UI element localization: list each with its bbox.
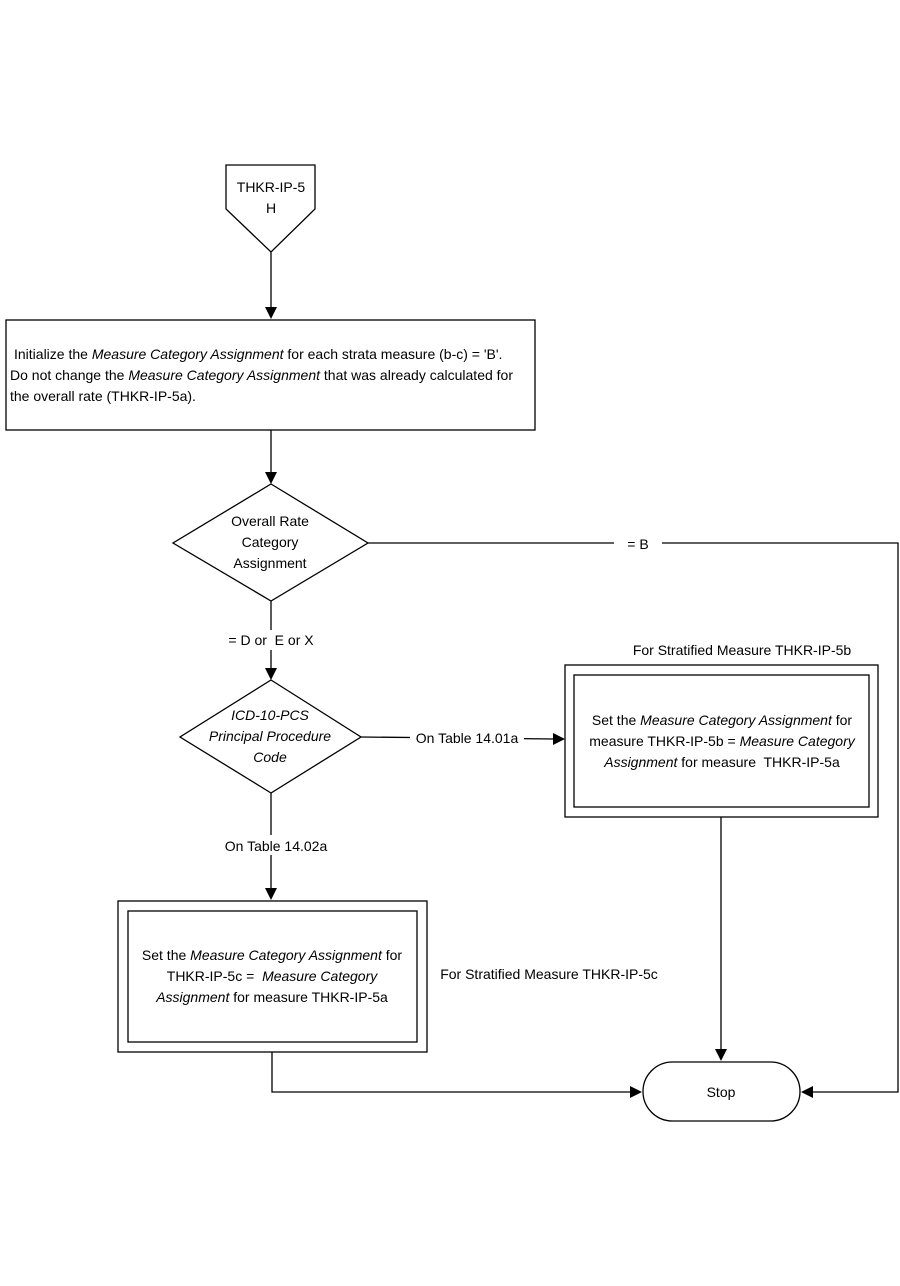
decision-code-line3: Code [253,749,287,765]
edge-label-eq-d-e-x: = D or E or X [228,632,314,648]
decision-procedure-code: ICD-10-PCS Principal Procedure Code [178,679,363,794]
process-box-5b: Set the Measure Category Assignment for … [564,664,879,818]
edge-label-on-table-1402a: On Table 14.02a [225,838,328,854]
box-5c-line1: Set the Measure Category Assignment for [142,947,403,963]
box-5c-line2: THKR-IP-5c = Measure Category [167,968,378,984]
decision-rate-line1: Overall Rate [231,513,309,529]
arrowhead [265,888,277,900]
edge-5c-to-stop [271,1052,631,1093]
decision-rate-line3: Assignment [233,555,306,571]
process-box-5c: Set the Measure Category Assignment for … [117,900,428,1053]
start-connector: THKR-IP-5 H [225,164,316,253]
edge-label-eq-b: = B [627,536,648,552]
box-5b-line2: measure THKR-IP-5b = Measure Category [589,733,855,749]
box-5b-line3: Assignment for measure THKR-IP-5a [603,754,840,770]
init-process-box: Initialize the Measure Category Assignme… [5,319,536,431]
decision-overall-rate: Overall Rate Category Assignment [171,483,370,602]
caption-5c: For Stratified Measure THKR-IP-5c [440,966,658,982]
init-text-line3: the overall rate (THKR-IP-5a). [10,388,196,404]
stop-label: Stop [707,1084,736,1100]
box-5b-line1: Set the Measure Category Assignment for [592,712,853,728]
decision-rate-line2: Category [242,534,299,550]
arrowhead [630,1086,642,1098]
box-5c-line3: Assignment for measure THKR-IP-5a [155,989,388,1005]
arrowhead [801,1086,813,1098]
caption-5b: For Stratified Measure THKR-IP-5b [633,642,852,658]
stop-terminator: Stop [642,1061,801,1122]
arrowhead [553,733,565,745]
start-label-line1: THKR-IP-5 [237,179,306,195]
decision-code-line1: ICD-10-PCS [231,707,309,723]
edge-label-on-table-1401a: On Table 14.01a [416,730,519,746]
arrowhead [265,472,277,484]
init-text-line2: Do not change the Measure Category Assig… [10,367,513,383]
init-text-line1: Initialize the Measure Category Assignme… [14,346,502,362]
decision-code-line2: Principal Procedure [209,728,331,744]
arrowhead [265,307,277,319]
arrowhead [715,1049,727,1061]
start-label-line2: H [266,200,276,216]
arrowhead [265,668,277,680]
